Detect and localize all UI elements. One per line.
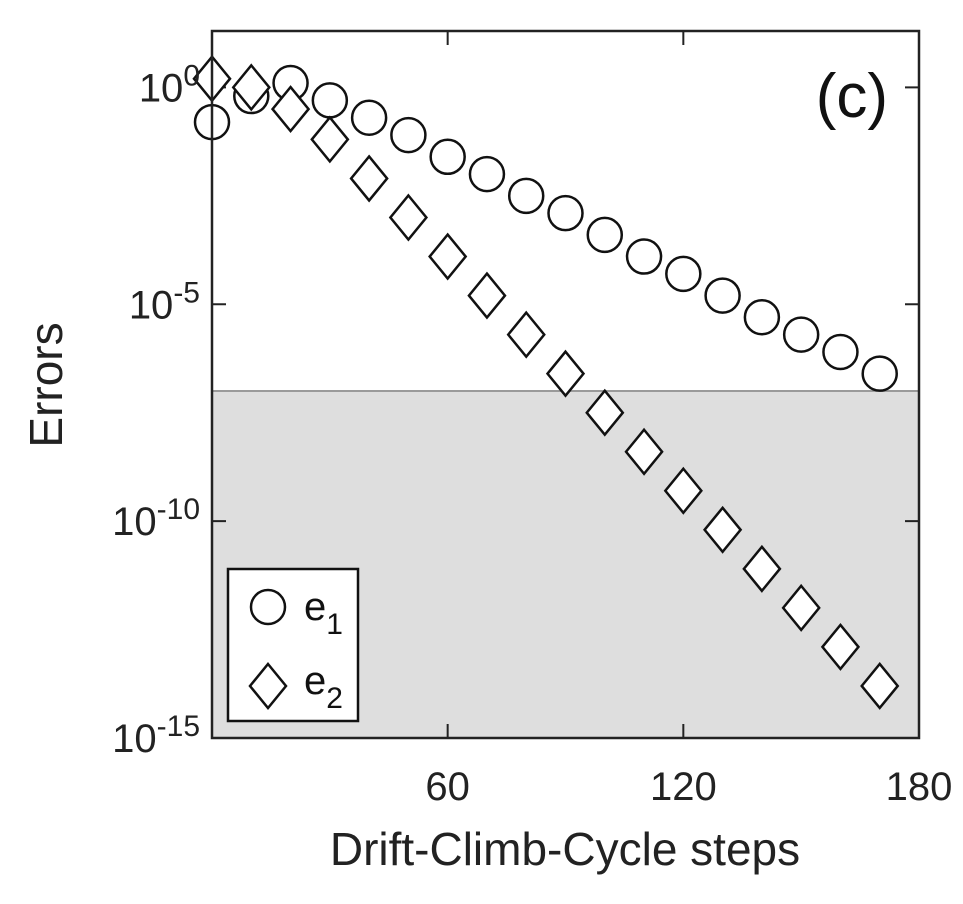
y-tick-label-exponent: 0 <box>183 59 200 92</box>
marker-e2-point <box>270 85 311 134</box>
x-tick-label: 60 <box>425 765 470 809</box>
panel-label: (c) <box>816 62 888 131</box>
y-tick-label-base: 10 <box>112 500 157 544</box>
marker-e1-point <box>547 194 584 232</box>
y-tick-label: 10-5 <box>129 276 200 327</box>
x-tick-label: 120 <box>650 765 717 809</box>
marker-e2-point <box>231 63 271 112</box>
marker-e1-point <box>390 116 427 154</box>
marker-e2-point <box>742 544 782 593</box>
marker-e1-point <box>586 216 624 254</box>
legend-label-e1-name: e <box>304 585 326 629</box>
marker-e1-point <box>507 177 545 215</box>
y-tick-label: 10-10 <box>112 493 200 544</box>
marker-e2-point <box>781 583 821 632</box>
marker-e2-point <box>506 310 546 359</box>
legend-label-e2: e2 <box>304 659 343 715</box>
legend: e1 e2 <box>226 567 360 723</box>
x-tick-labels: 60 120 180 <box>425 765 952 809</box>
legend-box <box>226 567 360 723</box>
y-tick-label-exponent: -10 <box>157 493 200 526</box>
legend-marker-diamond <box>248 662 288 710</box>
y-tick-label-exponent: -15 <box>157 710 200 743</box>
legend-label-e2-subscript: 2 <box>326 682 343 715</box>
marker-e1-point <box>822 333 859 371</box>
y-tick-label: 10-15 <box>112 710 200 761</box>
marker-e1-point <box>861 355 898 392</box>
marker-e2-point <box>624 427 664 476</box>
y-tick-label-base: 10 <box>112 717 157 761</box>
marker-e1-point <box>625 238 663 275</box>
marker-e1-point <box>743 299 781 336</box>
marker-e1-point <box>429 138 466 176</box>
marker-e1-point <box>468 155 506 193</box>
data-markers <box>192 54 900 710</box>
marker-e2-point <box>585 388 625 437</box>
marker-e1-point <box>782 316 820 353</box>
x-axis-label: Drift-Climb-Cycle steps <box>330 823 800 875</box>
y-axis-label: Errors <box>20 322 72 447</box>
marker-e2-point <box>545 349 586 398</box>
marker-e2-point <box>388 193 429 242</box>
marker-e2-point <box>428 232 468 281</box>
marker-e2-point <box>702 505 743 554</box>
marker-e2-point <box>467 271 507 320</box>
y-tick-label: 100 <box>139 59 200 110</box>
legend-label-e1-subscript: 1 <box>326 608 343 641</box>
legend-label-e1: e1 <box>304 585 343 641</box>
legend-marker-circle <box>249 588 287 626</box>
y-tick-label-exponent: -5 <box>173 276 200 309</box>
y-tick-label-base: 10 <box>129 283 174 327</box>
x-tick-label: 180 <box>886 765 953 809</box>
marker-e2-point <box>349 154 389 203</box>
legend-label-e2-name: e <box>304 659 326 703</box>
marker-e2-point <box>820 622 861 671</box>
marker-e1-point <box>311 82 349 119</box>
marker-e2-point <box>310 115 350 164</box>
plot-frame <box>210 29 921 740</box>
marker-e1-point <box>350 99 388 136</box>
marker-e1-point <box>704 277 741 314</box>
y-tick-label-base: 10 <box>139 66 184 110</box>
marker-e2-point <box>860 661 900 710</box>
marker-e1-point <box>665 255 702 293</box>
marker-e2-point <box>663 466 703 515</box>
